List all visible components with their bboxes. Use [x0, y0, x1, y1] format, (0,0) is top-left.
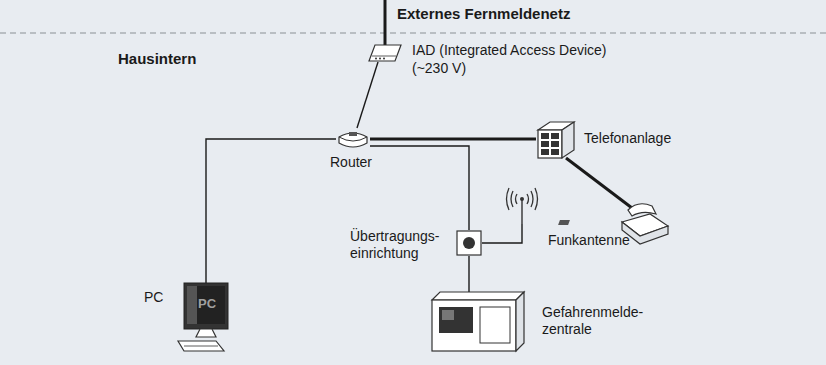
pbx-icon	[536, 120, 576, 160]
device-label: Übertragungs- einrichtung	[350, 228, 450, 262]
external-line	[384, 0, 387, 46]
cable-connector	[370, 138, 536, 141]
cable-connector	[482, 224, 522, 243]
device-node: IAD (Integrated Access Device)(~230 V)	[368, 44, 402, 62]
cable-connector	[468, 256, 469, 292]
cable-connector	[206, 139, 336, 283]
iad-icon	[368, 44, 402, 62]
router-icon	[336, 128, 370, 150]
device-node: Funkantenne	[508, 188, 548, 224]
alarm-panel-icon	[432, 292, 524, 352]
area-label: Externes Fernmeldenetz	[397, 5, 570, 22]
cable-connector	[357, 62, 378, 128]
transmitter-icon	[456, 230, 482, 256]
device-label: Funkantenne	[548, 232, 630, 249]
device-label: Router	[330, 154, 372, 171]
device-node: Telefonanlage	[536, 120, 576, 160]
cable-connector	[370, 146, 469, 230]
device-node: Router	[336, 128, 370, 150]
boundary-dashed-line	[0, 32, 826, 33]
device-label: Telefonanlage	[584, 130, 671, 147]
phone-cable	[566, 158, 632, 208]
area-label: Hausintern	[118, 50, 196, 67]
device-node: Gefahrenmelde- zentrale	[432, 292, 524, 352]
device-label: (~230 V)	[412, 60, 466, 77]
pc-icon	[176, 283, 236, 355]
device-label: PC	[144, 289, 163, 306]
device-node: PCPC	[176, 283, 236, 355]
device-node: Übertragungs- einrichtung	[456, 230, 482, 256]
device-label: Gefahrenmelde- zentrale	[542, 304, 654, 338]
screen-text: PC	[198, 295, 216, 312]
antenna-icon	[508, 188, 548, 224]
device-label: IAD (Integrated Access Device)	[412, 42, 607, 59]
